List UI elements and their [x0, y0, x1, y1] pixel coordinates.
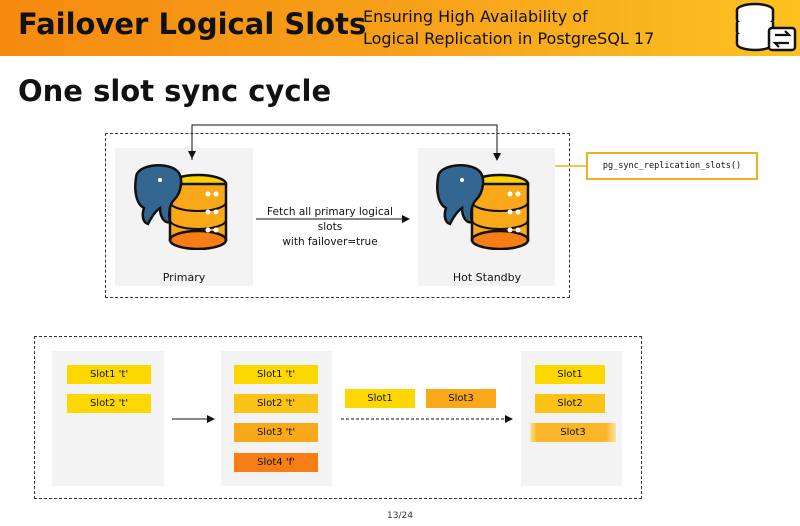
slot-item: Slot2 't': [67, 394, 151, 413]
slide-title: One slot sync cycle: [18, 74, 332, 108]
sync-function-box: pg_sync_replication_slots(): [586, 152, 758, 180]
slot-item: Slot1 't': [67, 365, 151, 384]
transfer-slot: Slot3: [426, 389, 496, 408]
primary-label: Primary: [162, 271, 206, 284]
postgres-primary-icon: [134, 164, 228, 250]
deck-subtitle-line2: Logical Replication in PostgreSQL 17: [363, 29, 655, 48]
slot-item: Slot2 't': [234, 394, 318, 413]
sync-cycle-frame: [105, 133, 570, 298]
slot-item: Slot1 't': [234, 365, 318, 384]
postgres-standby-icon: [436, 164, 530, 250]
fetch-line2: with failover=true: [282, 236, 378, 248]
deck-title: Failover Logical Slots: [18, 7, 367, 41]
standby-label: Hot Standby: [452, 271, 522, 284]
slot-item: Slot4 'f': [234, 453, 318, 472]
database-sync-icon: [735, 2, 797, 52]
header-banner: Failover Logical Slots Ensuring High Ava…: [0, 0, 800, 56]
slot-item: Slot3: [530, 423, 616, 442]
fetch-line1: Fetch all primary logical slots: [267, 206, 393, 233]
slot-item: Slot1: [535, 365, 605, 384]
page-number: 13/24: [387, 511, 413, 521]
slot-state-frame: [34, 336, 642, 499]
deck-subtitle: Ensuring High Availability of Logical Re…: [363, 6, 654, 50]
fetch-description: Fetch all primary logical slots with fai…: [255, 205, 405, 250]
slot-item: Slot2: [535, 394, 605, 413]
deck-subtitle-line1: Ensuring High Availability of: [363, 7, 588, 26]
slot-item: Slot3 't': [234, 423, 318, 442]
loop-connector: [191, 124, 501, 161]
transfer-slot: Slot1: [345, 389, 415, 408]
